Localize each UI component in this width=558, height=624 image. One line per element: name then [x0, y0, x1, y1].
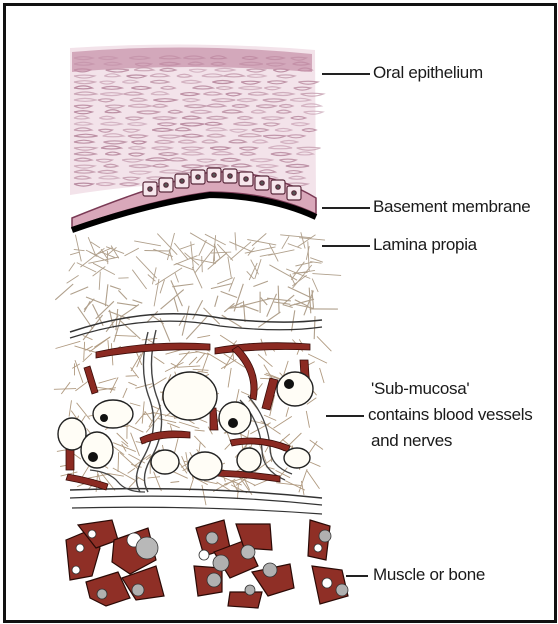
leader-submucosa [326, 415, 364, 417]
label-muscle-or-bone: Muscle or bone [373, 564, 485, 586]
leader-oral-epithelium [322, 73, 370, 75]
muscle-bone-layer [66, 520, 348, 608]
label-submucosa-line1: 'Sub-mucosa' [371, 378, 469, 400]
label-oral-epithelium: Oral epithelium [373, 62, 483, 84]
lamina-propia-layer [55, 232, 341, 342]
leader-lamina-propia [322, 245, 370, 247]
leader-basement-membrane [322, 207, 370, 209]
label-lamina-propia: Lamina propia [373, 234, 477, 256]
label-submucosa-line2: contains blood vessels [368, 404, 532, 426]
leader-muscle-or-bone [346, 575, 368, 577]
submucosa-layer [54, 314, 332, 514]
label-basement-membrane: Basement membrane [373, 196, 530, 218]
label-submucosa-line3: and nerves [371, 430, 452, 452]
